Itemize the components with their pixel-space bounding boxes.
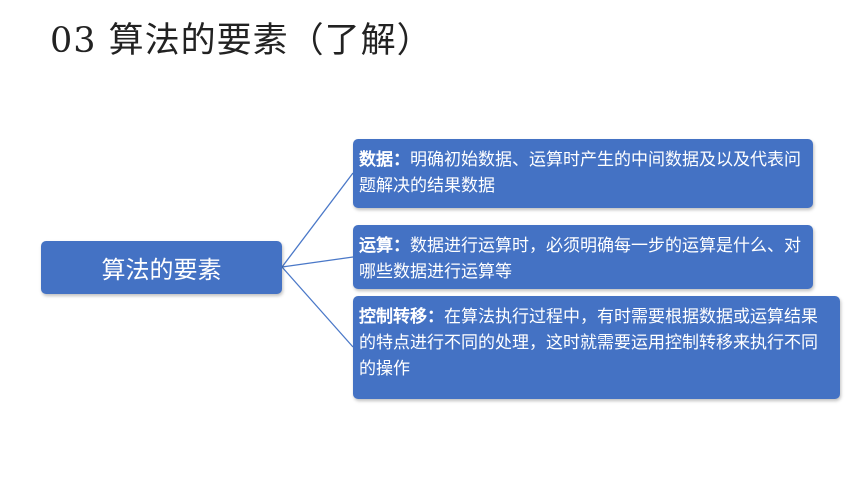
root-node-algorithm-elements: 算法的要素 (41, 241, 282, 294)
branch-node-data: 数据：明确初始数据、运算时产生的中间数据及以及代表问题解决的结果数据 (353, 139, 813, 208)
connector-line-operation (281, 256, 354, 268)
branch-node-operation: 运算：数据进行运算时，必须明确每一步的运算是什么、对哪些数据进行运算等 (353, 225, 813, 289)
branch-heading-data: 数据： (359, 150, 410, 170)
connector-line-control (281, 266, 354, 348)
branch-text-operation: 数据进行运算时，必须明确每一步的运算是什么、对哪些数据进行运算等 (359, 236, 801, 282)
slide-title: 03 算法的要素（了解） (50, 21, 433, 61)
root-node-label: 算法的要素 (101, 256, 222, 284)
branch-heading-control-transfer: 控制转移： (359, 307, 444, 327)
branch-text-control-transfer: 在算法执行过程中，有时需要根据数据或运算结果的特点进行不同的处理，这时就需要运用… (359, 307, 818, 379)
branch-node-control-transfer: 控制转移：在算法执行过程中，有时需要根据数据或运算结果的特点进行不同的处理，这时… (353, 296, 840, 399)
branch-text-data: 明确初始数据、运算时产生的中间数据及以及代表问题解决的结果数据 (359, 150, 801, 196)
connector-line-data (281, 172, 354, 268)
branch-heading-operation: 运算： (359, 236, 410, 256)
